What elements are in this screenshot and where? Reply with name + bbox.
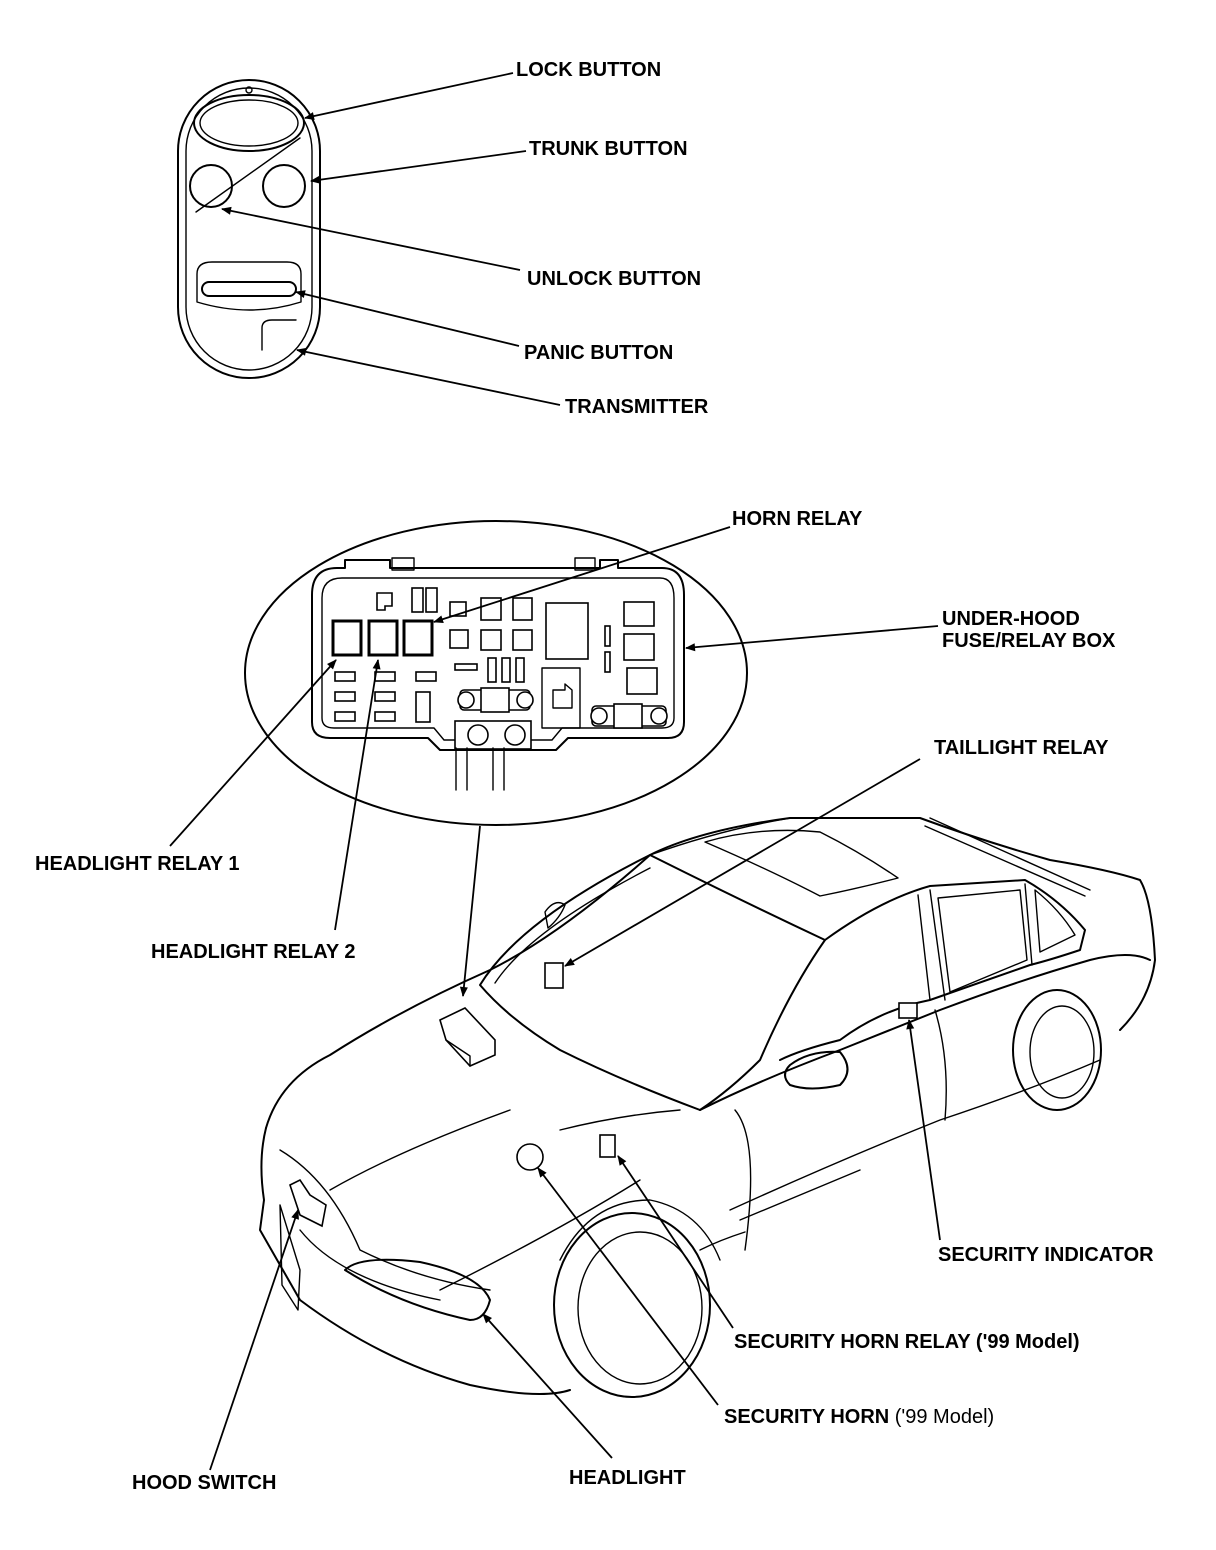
- horn-relay-label: HORN RELAY: [732, 508, 863, 530]
- taillight-relay-label: TAILLIGHT RELAY: [934, 737, 1109, 759]
- under-hood-box-label-line1: UNDER-HOOD: [942, 608, 1080, 630]
- security-indicator-marker: [898, 1002, 918, 1019]
- security-indicator-label: SECURITY INDICATOR: [938, 1244, 1154, 1266]
- headlight-relay-2-label: HEADLIGHT RELAY 2: [151, 941, 356, 963]
- security-horn-label-suffix: ('99 Model): [894, 1406, 995, 1428]
- lock-button-shape: [193, 94, 305, 152]
- car-illustration: [259, 817, 1156, 1398]
- taillight-relay-marker: [544, 962, 564, 989]
- security-horn-label: SECURITY HORN ('99 Model): [724, 1405, 994, 1429]
- security-horn-label-main: SECURITY HORN: [724, 1406, 895, 1428]
- fuse-box-marker: [439, 1007, 496, 1067]
- under-hood-box-label-line2: FUSE/RELAY BOX: [942, 630, 1116, 652]
- headlight-relay-1-shape: [331, 619, 363, 657]
- lock-button-label: LOCK BUTTON: [516, 59, 662, 81]
- transmitter-label: TRANSMITTER: [565, 396, 709, 418]
- headlight-relay-2-shape: [367, 619, 399, 657]
- panic-button-label: PANIC BUTTON: [524, 342, 674, 364]
- security-horn-relay-label: SECURITY HORN RELAY ('99 Model): [734, 1331, 1080, 1353]
- headlight-shape: [344, 1258, 491, 1321]
- headlight-relay-1-label: HEADLIGHT RELAY 1: [35, 853, 240, 875]
- panic-button-shape: [201, 281, 297, 297]
- security-horn-relay-marker: [599, 1134, 616, 1158]
- unlock-button-label: UNLOCK BUTTON: [527, 268, 702, 290]
- security-horn-marker: [516, 1143, 544, 1171]
- trunk-button-shape: [262, 164, 306, 208]
- hood-switch-marker: [289, 1178, 327, 1228]
- headlight-label: HEADLIGHT: [569, 1467, 686, 1489]
- hood-switch-label: HOOD SWITCH: [132, 1472, 277, 1494]
- transmitter-fob: [177, 79, 321, 379]
- fuse-box-detail: [244, 520, 748, 826]
- trunk-button-label: TRUNK BUTTON: [529, 138, 688, 160]
- horn-relay-shape: [402, 619, 434, 657]
